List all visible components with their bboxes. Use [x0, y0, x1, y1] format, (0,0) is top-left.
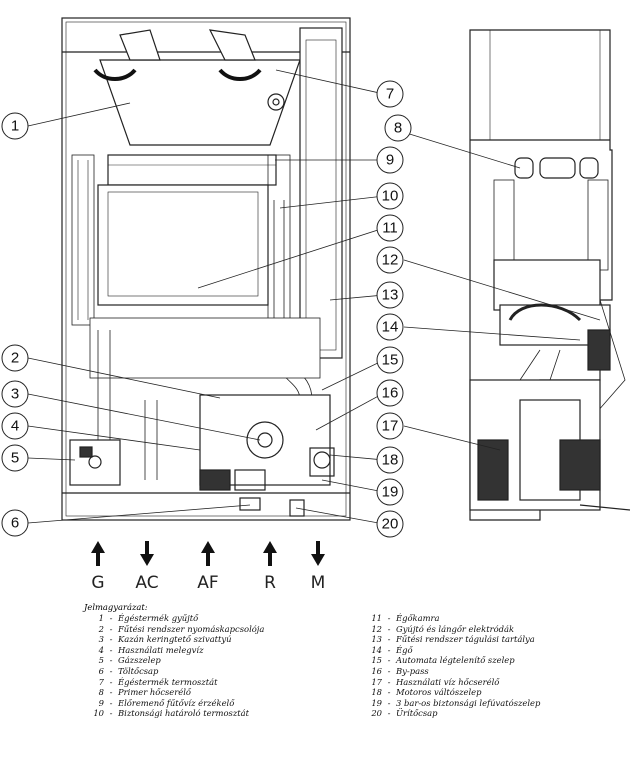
combustion-chamber: [97, 184, 269, 306]
callout-number: 18: [382, 452, 399, 469]
callout-circle: [1, 412, 29, 440]
callout-number: 3: [11, 386, 19, 403]
legend-item: 8-Primer hőcserélő: [98, 687, 191, 698]
callout-circle: [376, 412, 404, 440]
legend-item: 14-Égő: [371, 644, 413, 655]
side-view: [469, 29, 631, 521]
connection-label: G: [91, 573, 104, 590]
legend-item: 17-Használati víz hőcserélő: [371, 676, 500, 687]
callout-number: 1: [11, 118, 19, 135]
callout-circle: [376, 379, 404, 407]
callout-circle: [376, 246, 404, 274]
callout-number: 19: [382, 484, 399, 501]
legend-title: Jelmagyarázat:: [84, 602, 148, 612]
legend-item: 5-Gázszelep: [98, 655, 161, 666]
callout-number: 2: [11, 350, 19, 367]
callout-number: 7: [386, 86, 394, 103]
arrow-up-icon: [263, 541, 277, 566]
legend-item: 13-Fűtési rendszer tágulási tartálya: [371, 634, 535, 645]
callout-circle: [376, 182, 404, 210]
connection-label: R: [264, 573, 276, 590]
legend-item: 11-Égőkamra: [371, 613, 440, 623]
callout-number: 15: [382, 352, 399, 369]
callout-number: 5: [11, 450, 19, 467]
legend-item: 1-Égéstermék gyűjtő: [98, 613, 199, 623]
callout-number: 6: [11, 515, 19, 532]
front-view: [61, 17, 351, 521]
callout-circle: [1, 112, 29, 140]
callout-circle: [1, 444, 29, 472]
callout-circle: [376, 214, 404, 242]
callout-number: 8: [394, 120, 402, 137]
legend-item: 19-3 bar-os biztonsági lefúvatószelep: [371, 697, 541, 708]
legend-item: 7-Égéstermék termosztát: [98, 676, 218, 687]
callout-number: 17: [382, 418, 399, 435]
legend-left-column: 1-Égéstermék gyűjtő 2-Fűtési rendszer ny…: [84, 613, 264, 719]
legend-item: 20-Ürítőcsap: [371, 708, 438, 719]
callout-circle: [1, 344, 29, 372]
legend-item: 6-Töltőcsap: [98, 665, 159, 676]
legend-item: 2-Fűtési rendszer nyomáskapcsolója: [98, 623, 265, 634]
legend-item: 10-Biztonsági határoló termosztát: [93, 708, 249, 719]
connection-label: M: [311, 573, 326, 590]
arrow-up-icon: [201, 541, 215, 566]
callout-number: 16: [382, 385, 399, 402]
arrow-up-icon: [91, 541, 105, 566]
expansion-tank: [299, 27, 343, 359]
callout-number: 4: [11, 418, 19, 435]
legend-item: 4-Használati melegvíz: [98, 644, 204, 655]
gas-valve: [69, 439, 121, 486]
hydraulic-group: [199, 394, 335, 491]
callout-circle: [1, 380, 29, 408]
legend-right-column: 11-Égőkamra 12-Gyújtó és lángőr elektród…: [362, 613, 540, 719]
connection-label: AC: [135, 573, 158, 590]
arrow-down-icon: [311, 541, 325, 566]
callout-number: 12: [382, 252, 399, 269]
callout-circle: [376, 446, 404, 474]
callout-circle: [376, 478, 404, 506]
arrow-down-icon: [140, 541, 154, 566]
callout-circle: [376, 281, 404, 309]
legend-item: 18-Motoros váltószelep: [371, 687, 482, 698]
callout-number: 9: [386, 152, 394, 169]
callout-circle: [376, 146, 404, 174]
callout-number: 14: [382, 319, 399, 336]
callout-circle: [376, 510, 404, 538]
legend-item: 15-Automata légtelenítő szelep: [371, 655, 515, 666]
legend-item: 12-Gyújtó és lángőr elektródák: [371, 623, 515, 634]
callout-number: 10: [382, 188, 399, 205]
flue-collector: [93, 29, 301, 146]
legend-item: 3-Kazán keringtető szivattyú: [98, 634, 232, 645]
callout-number: 13: [382, 287, 399, 304]
boiler-diagram: 1 2 3 4 5 6 7 8 9 10 11 12 13 14 15 16 1…: [1, 17, 631, 590]
callout-circle: [384, 114, 412, 142]
legend-item: 9-Előremenő fűtővíz érzékelő: [98, 697, 235, 708]
callout-number: 20: [382, 516, 399, 533]
legend-item: 16-By-pass: [371, 665, 429, 676]
callout-number: 11: [382, 220, 398, 237]
connection-label: AF: [197, 573, 218, 590]
callout-circle: [1, 509, 29, 537]
callout-circle: [376, 80, 404, 108]
callout-circle: [376, 346, 404, 374]
callout-circle: [376, 313, 404, 341]
